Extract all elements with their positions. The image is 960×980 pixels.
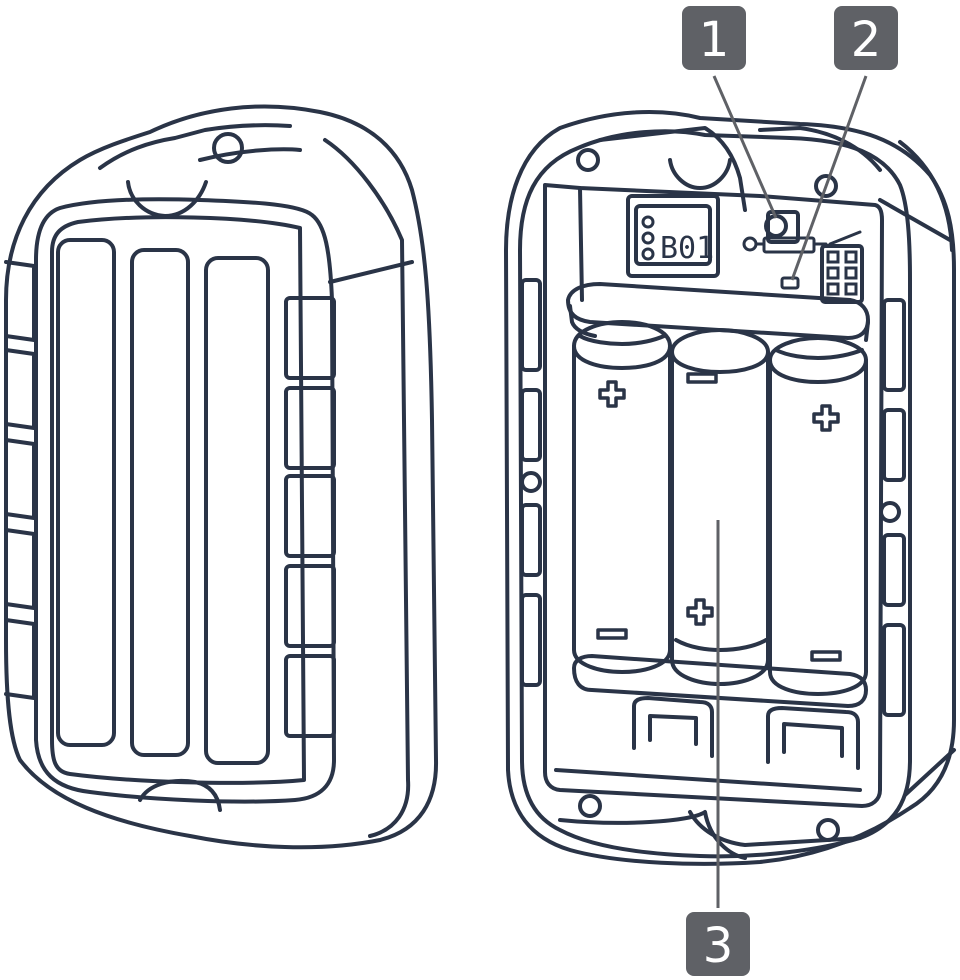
- grip-ridge-1: [56, 238, 116, 747]
- battery-1: + −: [572, 320, 672, 674]
- battery-2: − +: [670, 328, 770, 686]
- open-shell-outer: [504, 110, 956, 866]
- callout-badge-2: 2: [834, 6, 898, 70]
- screw-hole-top-right: [814, 174, 838, 198]
- callout-label-1: 1: [699, 12, 730, 68]
- leader-line-1: [712, 75, 778, 219]
- battery-3: + −: [768, 336, 868, 696]
- inner-cavity: [543, 183, 884, 808]
- housing-open-view: B01: [504, 110, 956, 866]
- callout-badge-1: 1: [682, 6, 746, 70]
- pcb: B01: [626, 194, 864, 304]
- callout-lines: [712, 75, 868, 908]
- callout-label-2: 2: [851, 12, 882, 68]
- housing-side-edge: [323, 138, 411, 838]
- battery-holder-bottom: [572, 654, 868, 708]
- top-notch: [668, 158, 732, 190]
- housing-outer-shell: [4, 104, 439, 850]
- pcb-marking: B01: [660, 231, 714, 266]
- bottom-hinge: [558, 810, 747, 860]
- housing-inner-frame: [34, 197, 336, 804]
- grip-ridge-2: [130, 248, 190, 757]
- open-shell-rim: [518, 129, 912, 859]
- screw-hole-top-left: [576, 148, 600, 172]
- leader-line-2: [790, 75, 868, 281]
- pcb-chip: [820, 244, 864, 304]
- housing-bottom-notch: [138, 778, 222, 812]
- battery-holder-top: [566, 282, 870, 340]
- housing-top-lip: [98, 123, 292, 170]
- status-led: [780, 276, 800, 290]
- housing-back-view: [4, 104, 439, 850]
- pcb-module: [626, 194, 720, 278]
- callout-label-3: 3: [703, 918, 734, 974]
- screw-hole-bottom-right: [816, 818, 840, 842]
- side-rib-slots: [520, 278, 906, 717]
- housing-side-seam: [328, 260, 414, 284]
- grip-ridge-3: [204, 256, 270, 765]
- housing-mount-hole: [212, 132, 244, 164]
- housing-left-tabs: [4, 260, 36, 700]
- top-hinge-left: [598, 126, 747, 212]
- batteries: + − − + + −: [572, 320, 868, 696]
- battery-contacts: [632, 696, 860, 770]
- callout-badge-3: 3: [686, 912, 750, 976]
- housing-right-tabs: [284, 296, 336, 738]
- screw-hole-bottom-left: [578, 794, 602, 818]
